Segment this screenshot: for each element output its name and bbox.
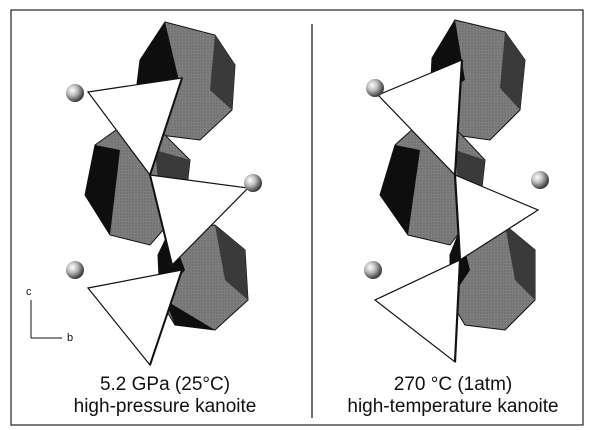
axis-label-b: b [67,332,74,344]
axis-indicator [30,300,62,339]
atom-3-left [66,261,84,279]
caption-left-condition: 5.2 GPa (25°C) [99,374,231,395]
atom-2-left [244,174,262,192]
structure-left [66,21,262,367]
atom-1-right [366,79,384,97]
caption-left-phase: high-pressure kanoite [73,396,257,417]
caption-right-phase: high-temperature kanoite [347,396,559,417]
atom-3-right [364,261,382,279]
atom-1-left [66,84,84,102]
chain-left [148,77,184,366]
chain-right [453,59,464,363]
tetrahedron-3-right [373,259,461,364]
axis-label-c: c [26,286,32,298]
atom-2-right [531,171,549,189]
caption-right: 270 °C (1atm) high-temperature kanoite [308,374,589,418]
tetrahedron-3-left [86,269,183,367]
caption-left: 5.2 GPa (25°C) high-pressure kanoite [20,374,310,418]
caption-right-condition: 270 °C (1atm) [393,374,513,395]
figure-frame [10,9,584,426]
structure-right [364,19,549,364]
